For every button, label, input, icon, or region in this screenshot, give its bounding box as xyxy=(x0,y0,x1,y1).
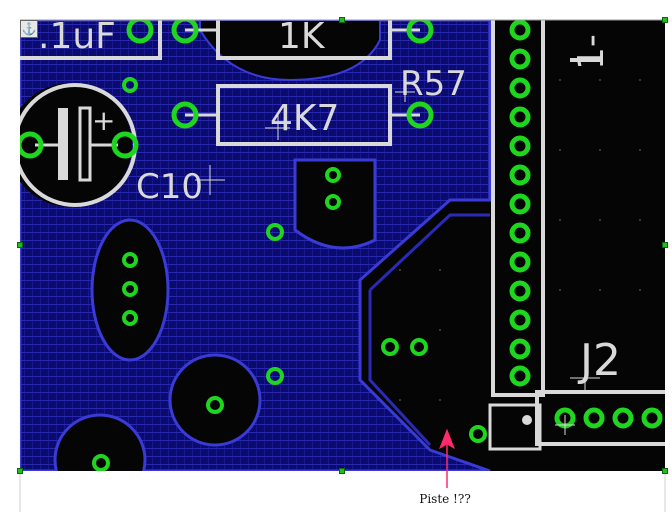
resize-handle-bottom-left[interactable] xyxy=(17,468,23,474)
isolation-trace xyxy=(368,213,490,292)
isolation-area xyxy=(53,413,147,471)
capacitor-polarity: + xyxy=(92,104,115,137)
isolation-area xyxy=(293,158,377,250)
capacitor-ref-label: C10 xyxy=(136,167,203,207)
capacitor-plate xyxy=(58,108,68,180)
resize-handle-top-right[interactable] xyxy=(662,17,668,23)
image-caption: Piste !?? xyxy=(419,492,471,506)
resize-handle-middle-left[interactable] xyxy=(17,242,23,248)
j2-pin1-outline xyxy=(488,403,542,451)
isolation-area xyxy=(90,218,170,362)
header-pins xyxy=(509,20,531,387)
j2-pin1-marker xyxy=(522,415,532,425)
resize-handle-bottom-middle[interactable] xyxy=(339,468,345,474)
connector-j2-label: J2 xyxy=(577,335,621,386)
j2-outline xyxy=(535,390,665,446)
resistor-1k-body xyxy=(216,20,392,60)
origin-markers xyxy=(195,82,600,435)
capacitor-box xyxy=(20,20,162,60)
cap-value-label: .1uF xyxy=(38,16,116,57)
resize-handle-bottom-right[interactable] xyxy=(662,468,668,474)
resistor-ref-label: R57 xyxy=(400,64,467,104)
header-ref-label: 1- xyxy=(571,34,612,70)
resize-handle-middle-right[interactable] xyxy=(662,242,668,248)
grid-dots xyxy=(399,79,641,401)
resize-handle-top-middle[interactable] xyxy=(339,17,345,23)
isolation-trace xyxy=(368,290,432,447)
isolation-area xyxy=(20,83,132,207)
anchor-icon[interactable]: ⚓ xyxy=(20,20,38,38)
resistor-1k-label: 1K xyxy=(278,16,326,57)
resistor-4k7-label: 4K7 xyxy=(270,98,339,139)
pads xyxy=(20,20,487,471)
header-outline xyxy=(491,20,545,397)
